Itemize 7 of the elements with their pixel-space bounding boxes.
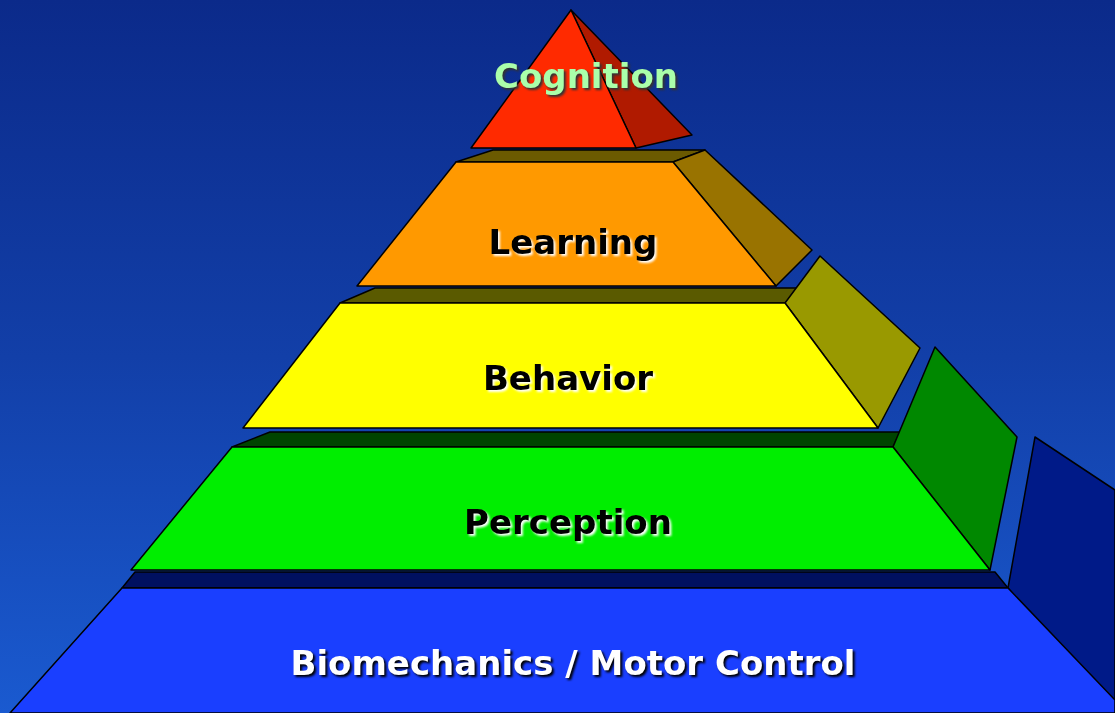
- layer-label: Learning: [488, 222, 658, 262]
- pyramid-layer: [130, 346, 1018, 571]
- layer-label: Behavior: [482, 358, 654, 398]
- pyramid-layer: [356, 149, 813, 287]
- pyramid-layer: [9, 436, 1115, 713]
- layer-label: Perception: [464, 502, 672, 542]
- layer-label: Biomechanics / Motor Control: [290, 643, 856, 683]
